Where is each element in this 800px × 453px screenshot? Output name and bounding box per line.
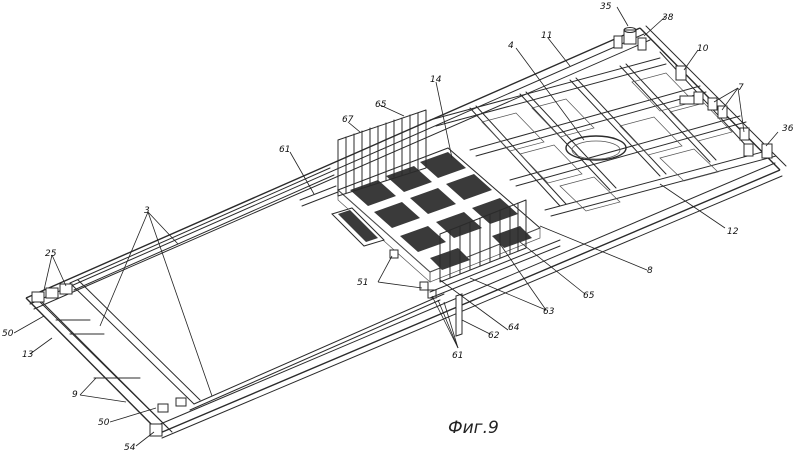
label-62: 62 <box>488 331 500 341</box>
fence-grids <box>299 109 527 283</box>
label-65-top: 65 <box>375 100 387 110</box>
leader-lines <box>13 6 779 447</box>
label-8: 8 <box>647 266 653 276</box>
label-35: 35 <box>600 2 612 12</box>
label-14: 14 <box>430 75 442 85</box>
label-11: 11 <box>541 31 552 41</box>
main-frame <box>25 25 787 439</box>
label-9: 9 <box>72 390 78 400</box>
label-51: 51 <box>357 278 368 288</box>
label-65-bottom: 65 <box>583 291 595 301</box>
label-13: 13 <box>22 350 34 360</box>
label-50-top: 50 <box>2 329 14 339</box>
left-end-fittings <box>31 283 187 437</box>
label-61-bottom: 61 <box>452 351 463 361</box>
label-3: 3 <box>144 206 150 216</box>
figure-caption: Фиг.9 <box>448 418 499 438</box>
label-36: 36 <box>782 124 794 134</box>
label-61-top: 61 <box>279 145 290 155</box>
label-12: 12 <box>727 227 739 237</box>
label-4: 4 <box>508 41 514 51</box>
label-50-bottom: 50 <box>98 418 110 428</box>
label-67: 67 <box>342 115 354 125</box>
end-fittings <box>613 27 773 159</box>
label-25: 25 <box>45 249 57 259</box>
label-63: 63 <box>543 307 555 317</box>
label-64: 64 <box>508 323 520 333</box>
label-38: 38 <box>662 13 674 23</box>
label-10: 10 <box>697 44 709 54</box>
label-7: 7 <box>738 83 744 93</box>
small-parts <box>389 239 561 337</box>
label-54: 54 <box>124 443 136 453</box>
